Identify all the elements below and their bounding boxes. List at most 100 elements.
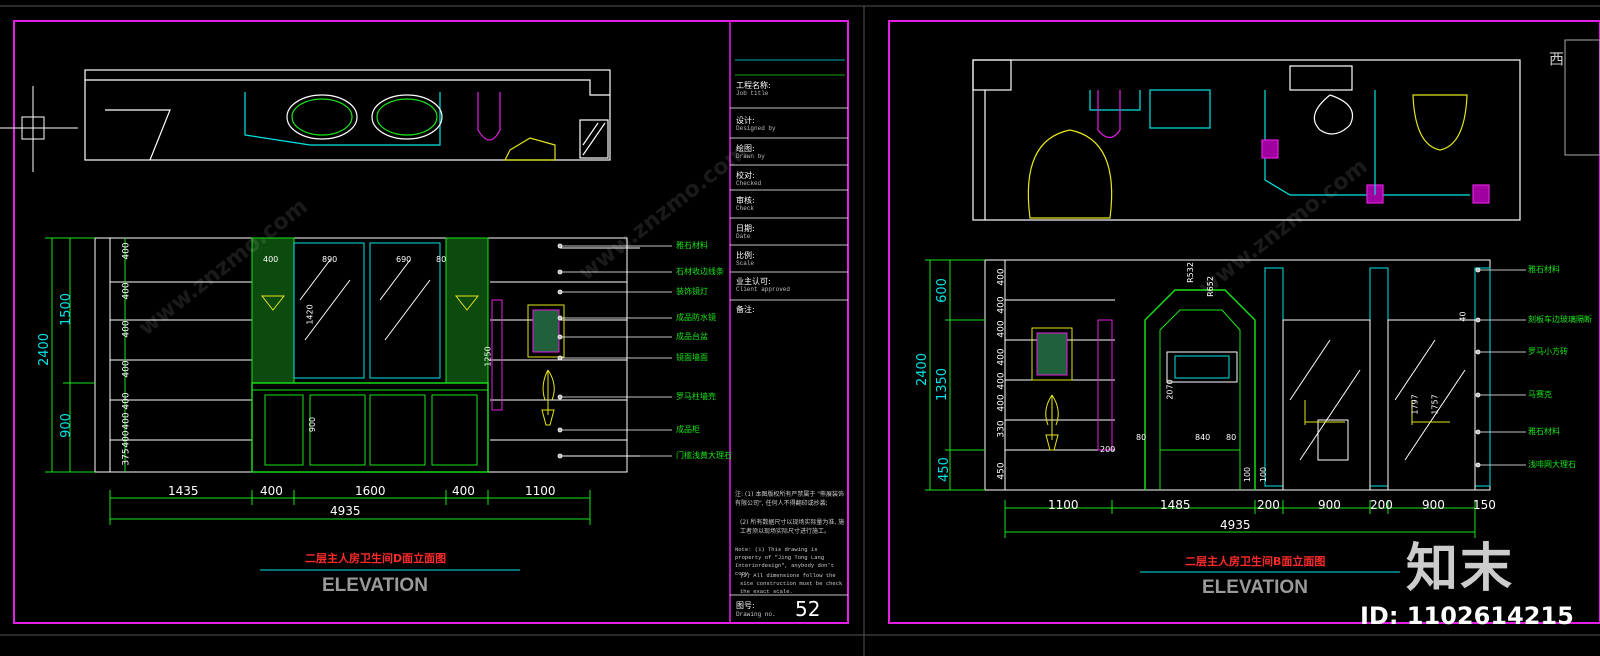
left-height-upper: 1500 xyxy=(59,292,75,327)
title-block-note-en2: (2) All dimensions follow the site const… xyxy=(740,572,843,595)
title-block-label-cn: 审核: xyxy=(736,196,755,205)
bottom-dimension: 200 xyxy=(1370,498,1393,512)
right-drawing-subtitle: ELEVATION xyxy=(1202,577,1308,598)
right-height-lower: 450 xyxy=(936,457,952,482)
tile-dimension: 400 xyxy=(996,268,1007,286)
callout-label: 镜面墙面 xyxy=(676,353,708,362)
inner-dimension: 1420 xyxy=(305,304,315,325)
title-block-label-cn: 比例: xyxy=(736,251,755,260)
bottom-dimension: 400 xyxy=(260,484,283,498)
bottom-dimension: 1100 xyxy=(525,484,556,498)
title-block-label-cn: 设计: xyxy=(736,116,755,125)
left-plan-view xyxy=(84,69,611,161)
callout-dot xyxy=(1475,317,1481,323)
callout-label: 装饰镜灯 xyxy=(676,287,708,296)
callout-label: 雅石材料 xyxy=(1528,265,1560,274)
mirror-dimension: 80 xyxy=(436,255,447,264)
right-elevation xyxy=(984,259,1491,491)
callout-dot xyxy=(1475,267,1481,273)
tile-dimension: 400 xyxy=(121,412,132,430)
callout-label: 成品防水镜 xyxy=(676,313,716,322)
right-height-upper: 600 xyxy=(934,278,950,303)
tile-dimension: 400 xyxy=(121,320,132,338)
bottom-dimension: 1485 xyxy=(1160,498,1191,512)
callout-dot xyxy=(1475,462,1481,468)
title-block-note-cn: 注: (1) 本图版权所有严禁属于 "熊展装饰有限公司", 任何人不得翻印或抄袭… xyxy=(735,491,845,507)
left-drawing-title: 二层主人房卫生间D面立面图 xyxy=(305,552,447,565)
callout-dot xyxy=(1475,429,1481,435)
right-dimension-lines xyxy=(925,259,1476,538)
left-sheet-frame xyxy=(13,20,849,624)
callout-label: 雅石材料 xyxy=(676,241,708,250)
title-block-grid xyxy=(730,59,848,596)
title-block-label-en: Check xyxy=(736,205,755,212)
bottom-dimension: 150 xyxy=(1473,498,1496,512)
callout-label: 门槛浅黄大理石 xyxy=(676,451,732,460)
inner-dimension: 200 xyxy=(1100,445,1116,454)
drawing-no-label: 图号: xyxy=(736,601,755,610)
left-bottom-total: 4935 xyxy=(330,504,361,518)
title-block-label-cn: 备注: xyxy=(736,305,755,314)
right-height-mid: 1350 xyxy=(935,367,951,402)
callout-label: 罗马小方砖 xyxy=(1528,347,1568,356)
right-sheet-frame xyxy=(888,20,1600,624)
tile-dimension: 400 xyxy=(121,430,132,448)
title-block-note-cn2: (2) 所有数据尺寸以现场实际量为准, 施工者须以现场实际尺寸进行施工。 xyxy=(740,519,845,535)
title-block-label-en: Checked xyxy=(736,180,762,187)
right-drawing-title: 二层主人房卫生间B面立面图 xyxy=(1185,555,1326,568)
inner-dimension: 2070 xyxy=(1165,379,1175,400)
inner-dimension: R532 xyxy=(1185,262,1195,283)
title-block-note-en: Note: (1) This drawing is property of "J… xyxy=(735,546,835,577)
tile-dimension: 400 xyxy=(996,372,1007,390)
tile-dimension: 450 xyxy=(996,462,1007,480)
callout-label: 浅啡网大理石 xyxy=(1528,460,1576,469)
title-block-label-cn: 业主认可: xyxy=(736,277,771,286)
bottom-dimension: 200 xyxy=(1257,498,1280,512)
tile-dimension: 400 xyxy=(996,320,1007,338)
left-height-total: 2400 xyxy=(37,332,53,367)
callout-label: 成品台盆 xyxy=(676,332,708,341)
title-block-label-cn: 工程名称: xyxy=(736,81,771,90)
callout-dot xyxy=(557,315,563,321)
right-bottom-total: 4935 xyxy=(1220,518,1251,532)
mirror-dimension: 890 xyxy=(322,255,338,264)
tile-dimension: 400 xyxy=(996,296,1007,314)
callout-label: 马赛克 xyxy=(1528,390,1552,399)
title-block-label-en: Drawn by xyxy=(736,153,765,160)
left-callout-leaders xyxy=(557,243,672,459)
callout-label: 刻板车边玻璃隔断 xyxy=(1528,315,1592,324)
mirror-dimension: 400 xyxy=(263,255,279,264)
left-height-lower: 900 xyxy=(58,413,74,438)
title-block-label-cn: 绘图: xyxy=(736,144,755,153)
callout-dot xyxy=(557,427,563,433)
inner-dimension: 1250 xyxy=(483,346,493,367)
title-block-label-en: Designed by xyxy=(736,125,776,132)
callout-label: 雅石材料 xyxy=(1528,427,1560,436)
bottom-dimension: 400 xyxy=(452,484,475,498)
drawing-number: 52 xyxy=(795,597,821,621)
right-height-total: 2400 xyxy=(915,352,931,387)
tile-dimension: 400 xyxy=(996,394,1007,412)
callout-dot xyxy=(557,243,563,249)
callout-label: 罗马柱墙壳 xyxy=(676,392,716,401)
tile-dimension: 375 xyxy=(121,448,132,466)
callout-dot xyxy=(557,269,563,275)
compass-label: 西 xyxy=(1549,50,1565,68)
inner-dimension: 900 xyxy=(308,416,318,433)
inner-dimension: 1757 xyxy=(1430,394,1440,415)
inner-dimension: 840 xyxy=(1195,433,1211,442)
bottom-dimension: 1435 xyxy=(168,484,199,498)
inner-dimension: 80 xyxy=(1226,433,1237,442)
callout-dot xyxy=(1475,349,1481,355)
tile-dimension: 400 xyxy=(121,360,132,378)
left-elevation xyxy=(94,237,628,473)
inner-dimension: 1797 xyxy=(1410,394,1420,415)
mirror-dimension: 690 xyxy=(396,255,412,264)
tile-dimension: 330 xyxy=(996,420,1007,438)
drawing-no-en: Drawing no. xyxy=(736,611,776,618)
callout-dot xyxy=(557,394,563,400)
title-block-label-cn: 校对: xyxy=(736,171,755,180)
title-block-label-en: Scale xyxy=(736,260,755,267)
bottom-dimension: 1100 xyxy=(1048,498,1079,512)
